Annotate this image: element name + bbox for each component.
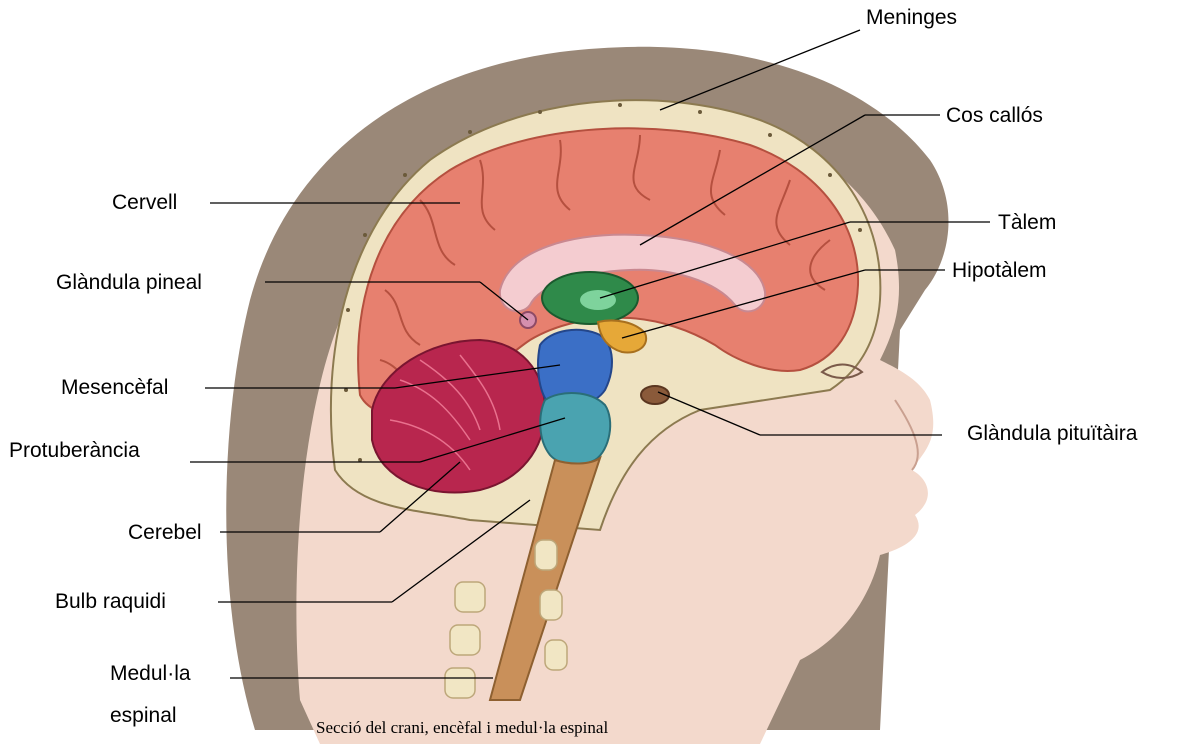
label-meninges: Meninges [866, 6, 957, 30]
label-glandula-pituitaria: Glàndula pituïtàira [967, 422, 1137, 446]
label-medul-la-line1: Medul·la [110, 662, 191, 686]
label-glandula-pineal: Glàndula pineal [56, 271, 202, 295]
label-talem: Tàlem [998, 211, 1056, 235]
label-protuberancia: Protuberància [9, 439, 140, 463]
label-hipotalem: Hipotàlem [952, 259, 1047, 283]
label-cerebel: Cerebel [128, 521, 202, 545]
label-cos-callos: Cos callós [946, 104, 1043, 128]
label-cervell: Cervell [112, 191, 177, 215]
label-bulb-raquidi: Bulb raquidi [55, 590, 166, 614]
thalamus-highlight [580, 290, 616, 310]
label-mesencefal: Mesencèfal [61, 376, 168, 400]
figure-caption: Secció del crani, encèfal i medul·la esp… [316, 718, 608, 738]
label-medul-la-line2: espinal [110, 704, 177, 728]
pons-shape [540, 393, 610, 465]
